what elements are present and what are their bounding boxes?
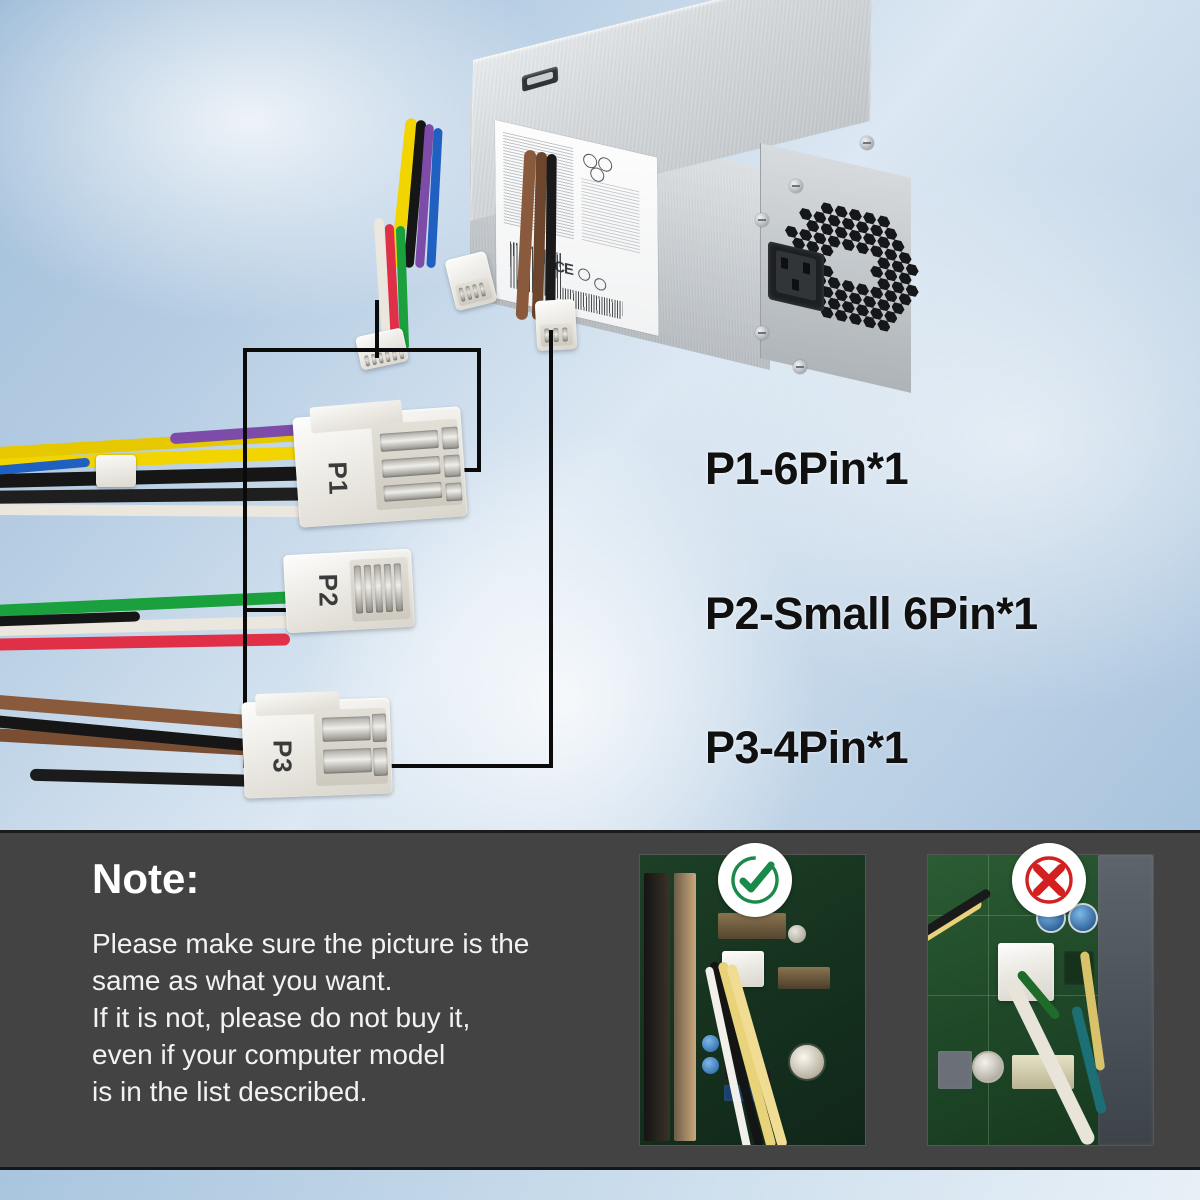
capacitor (788, 925, 806, 943)
note-title: Note: (92, 855, 200, 902)
cross-icon (1025, 856, 1073, 904)
connector-pin (562, 327, 568, 342)
battery (788, 1043, 826, 1081)
connector-pin (373, 747, 389, 777)
iec-pin (792, 278, 799, 292)
heatsink (938, 1051, 972, 1089)
leader-line-top (243, 348, 481, 352)
connector-pin (371, 713, 387, 743)
psu-screw (755, 213, 769, 227)
psu-connector-lower (534, 298, 578, 352)
iec-pin (803, 262, 810, 275)
cable-black (29, 768, 271, 788)
note-line: even if your computer model (92, 1039, 446, 1070)
note-panel: Note: Please make sure the picture is th… (0, 830, 1200, 1170)
connector-pin (445, 482, 463, 502)
iec-pin (781, 257, 788, 270)
leader-line-p3-arm (243, 764, 553, 768)
connector-pin (323, 748, 372, 774)
note-line: is in the list described. (92, 1076, 368, 1107)
chassis-edge (1098, 855, 1153, 1145)
label-cert-icon (594, 276, 607, 292)
pcb-trace (988, 855, 989, 1145)
incorrect-badge (1012, 843, 1086, 917)
connector-pin (384, 350, 391, 363)
check-icon (731, 856, 779, 904)
power-supply-unit: CE (455, 0, 935, 408)
note-body: Please make sure the picture is the same… (92, 925, 612, 1110)
spec-label-p3: P3-4Pin*1 (705, 722, 909, 773)
label-cert-icon (578, 267, 591, 283)
connector-p2-id: P2 (313, 573, 344, 608)
spec-label-p2: P2-Small 6Pin*1 (705, 588, 1038, 639)
spec-label-p1: P1-6Pin*1 (705, 443, 909, 494)
capacitor (972, 1051, 1004, 1083)
leader-line-connector-stem (375, 300, 379, 358)
label-text-block-secondary (581, 177, 640, 254)
product-photo-panel: CE (0, 0, 1200, 830)
connector-pin (553, 327, 559, 343)
psu-screw (755, 326, 769, 340)
connector-p1: P1 (292, 399, 468, 528)
connector-pin (441, 426, 459, 450)
connector-pin (364, 355, 371, 367)
leader-line-vertical-right (549, 330, 553, 768)
footer-strip (0, 1170, 1200, 1200)
fan-grille-hole (799, 207, 812, 221)
connector-pin (443, 454, 461, 478)
note-line: If it is not, please do not buy it, (92, 1002, 471, 1033)
ram-slot (644, 873, 670, 1141)
note-line: same as what you want. (92, 965, 393, 996)
cable-black (0, 487, 321, 504)
cable-green (0, 590, 301, 618)
connector-p3-id: P3 (267, 739, 298, 774)
connector-p1-id: P1 (322, 461, 354, 496)
cable-black (545, 153, 557, 321)
psu-screw (789, 179, 803, 193)
capacitor (702, 1057, 719, 1074)
pcie-slot (718, 913, 786, 939)
fan-grille-hole (785, 225, 798, 239)
leader-line-p2-arm (243, 608, 305, 612)
connector-pin (321, 716, 371, 742)
psu-screw (860, 136, 874, 150)
iec-socket-inner (776, 249, 816, 302)
leader-line-p1-drop (477, 348, 481, 472)
psu-screw (793, 360, 807, 374)
leader-line-vertical-left (243, 348, 247, 768)
connector-p3: P3 (241, 691, 393, 799)
cable-white (0, 503, 311, 518)
note-line: Please make sure the picture is the (92, 928, 530, 959)
correct-badge (718, 843, 792, 917)
capacitor (702, 1035, 719, 1052)
m2-slot (778, 967, 830, 989)
cable-clip (96, 455, 136, 487)
connector-p2: P2 (283, 548, 415, 634)
board-power-connector (998, 943, 1054, 1001)
ram-slot (674, 873, 696, 1141)
